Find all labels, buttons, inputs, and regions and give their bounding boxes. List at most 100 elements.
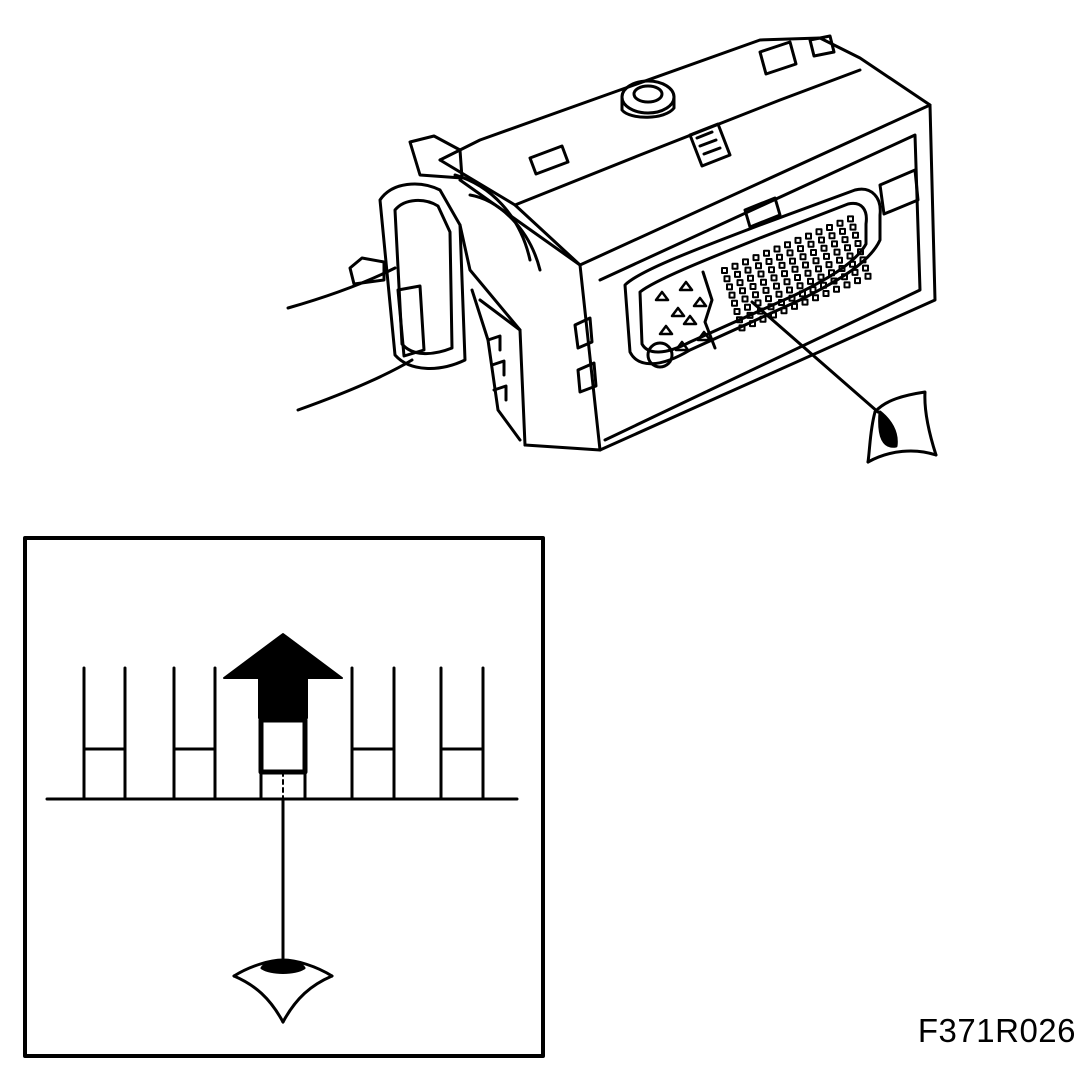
pin-cavity — [839, 227, 846, 235]
pin-cavity — [786, 286, 793, 294]
pin-cavity — [728, 291, 736, 299]
pin-cavity — [744, 266, 752, 274]
pin-cavity — [755, 262, 762, 270]
pin-cavity — [749, 283, 757, 290]
pin-cavity — [778, 299, 785, 306]
pin-cavity — [830, 277, 838, 285]
pin-cavity — [851, 268, 859, 276]
pin-cavity — [825, 261, 833, 269]
pin-cavity — [773, 282, 780, 290]
pin-cavity — [812, 257, 820, 265]
pin-cavity — [796, 282, 804, 290]
pin-cavity — [770, 274, 778, 282]
pin-cavity — [736, 279, 744, 287]
pin-cavity — [852, 231, 859, 239]
pin-cavity — [862, 264, 869, 272]
pin-cavity — [721, 267, 728, 274]
pin-cavity — [742, 258, 749, 266]
pin-cavity — [775, 290, 783, 298]
pin-cavity — [849, 260, 856, 268]
pin-cavity — [734, 270, 741, 278]
pin-cavity — [841, 273, 848, 281]
pin-cavity — [789, 257, 796, 265]
pin-cavity — [807, 240, 815, 248]
pin-cavity — [859, 256, 867, 264]
view-pointer-line — [750, 300, 880, 414]
pin-cavity — [807, 277, 814, 285]
pin-cavity — [823, 252, 830, 260]
eye-icon — [866, 390, 938, 464]
pin-cavity — [768, 266, 775, 274]
pin-cavity — [776, 253, 783, 261]
pin-cavity — [726, 283, 733, 291]
pin-cavity — [812, 294, 819, 302]
pin-cavity — [820, 244, 828, 252]
pin-cavity — [818, 236, 825, 244]
pin-cavity — [846, 252, 854, 260]
pin-cavity — [773, 245, 781, 253]
pin-cavity — [826, 224, 833, 231]
pin-cavity — [854, 240, 862, 247]
pin-cavity — [723, 275, 731, 283]
pin-cavity — [783, 278, 791, 286]
pin-cavity — [752, 291, 759, 299]
pin-cavity — [810, 249, 817, 256]
pin-cavity — [791, 265, 799, 273]
pin-cavity — [794, 274, 801, 281]
pin-cavity — [828, 232, 836, 240]
rear-cover — [348, 134, 467, 370]
pin-cavity — [804, 269, 812, 277]
pin-cavity — [801, 298, 809, 306]
pin-cavity — [731, 262, 739, 270]
pin-cavity — [770, 311, 777, 319]
pin-cavity — [747, 274, 754, 282]
pin-cavity — [786, 249, 794, 257]
pin-cavity — [849, 223, 857, 231]
pin-cavity — [809, 286, 817, 294]
large-pins — [654, 280, 712, 352]
pin-cavity — [791, 302, 798, 310]
pin-cavity — [847, 215, 854, 223]
pin-cavity — [864, 272, 872, 280]
pin-cavity — [741, 295, 749, 303]
pin-cavity — [752, 254, 760, 262]
pin-cavity — [831, 240, 838, 248]
pin-cavity — [757, 270, 765, 278]
pin-cavity — [784, 241, 791, 249]
eye-icon — [232, 958, 334, 1024]
pin-cavity — [763, 249, 770, 257]
pin-cavity — [744, 303, 751, 311]
pin-cavity — [843, 281, 851, 289]
pin-cavity — [838, 265, 846, 272]
pin-cavity — [820, 281, 827, 289]
pin-cavity — [799, 290, 806, 298]
pin-cavity — [857, 248, 864, 256]
pin-cavity — [778, 261, 786, 269]
pin-cavity — [746, 311, 754, 319]
pin-cavity — [833, 248, 841, 256]
connector-illustration — [286, 34, 938, 464]
pin-cavity — [802, 261, 809, 269]
connector-pin-face — [623, 187, 882, 369]
pin-cavity — [836, 256, 843, 264]
inset-frame — [23, 536, 545, 1058]
pin-cavity — [749, 320, 756, 328]
pin-cavity — [736, 316, 743, 324]
pin-cavity — [794, 236, 802, 244]
pin-cavity — [739, 287, 746, 295]
pin-cavity — [815, 228, 823, 236]
pin-cavity — [844, 244, 851, 252]
pin-grid — [721, 215, 872, 332]
pin-cavity — [760, 278, 767, 286]
pin-cavity — [797, 245, 804, 253]
pin-cavity — [765, 295, 772, 303]
pin-cavity — [731, 299, 738, 307]
inset-view — [23, 536, 545, 1058]
pin-cavity — [817, 273, 825, 281]
pin-cavity — [836, 219, 844, 227]
pin-cavity — [733, 308, 741, 315]
pin-cavity — [815, 265, 822, 273]
pin-cavity — [805, 232, 812, 240]
pin-cavity — [788, 294, 796, 302]
